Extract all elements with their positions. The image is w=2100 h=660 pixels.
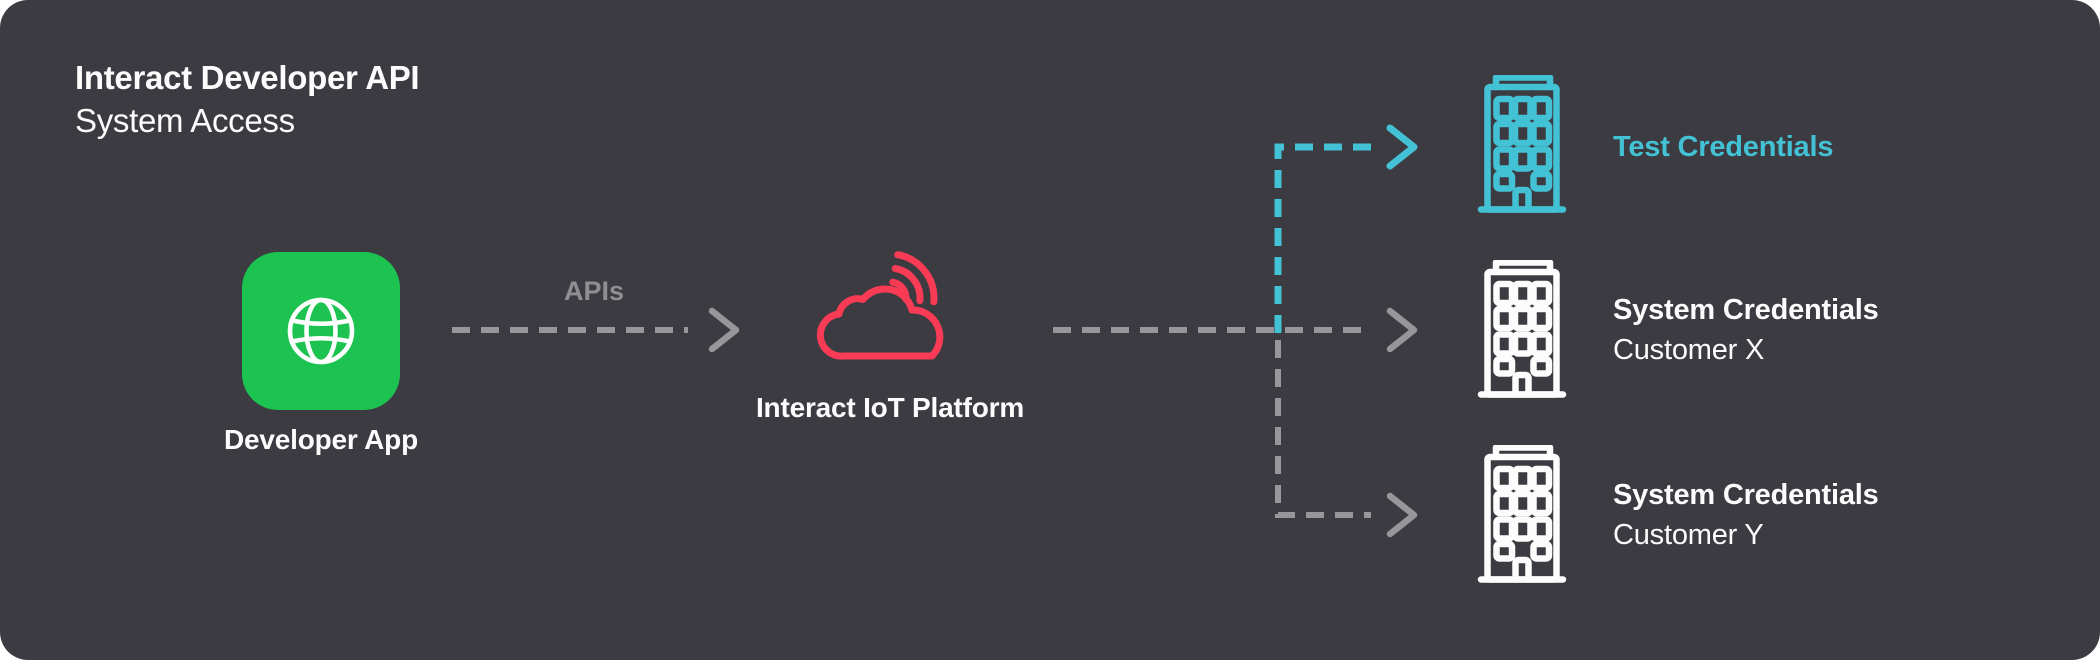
credential-row-customer-y [1474,445,1570,585]
arrow-head-icon [708,307,740,353]
credential-title: Test Credentials [1613,131,1834,163]
page-subtitle: System Access [75,102,295,139]
cloud-wifi-icon [816,251,944,360]
developer-app-node [242,252,400,410]
page-title: Interact Developer API [75,59,420,96]
apis-connector-label: APIs [563,276,625,306]
office-building-icon [1474,75,1570,215]
credential-title: System Credentials [1613,294,1879,326]
arrow-head-icon [1386,124,1418,170]
credential-subtitle: Customer X [1613,334,1765,366]
arrow-head-icon [1386,307,1418,353]
header: Interact Developer API System Access [75,56,420,142]
credential-row-customer-x [1474,260,1570,400]
wifi-signal-icon [889,251,938,306]
credential-label-customer-x: System Credentials Customer X [1613,290,1879,370]
credential-title: System Credentials [1613,479,1879,511]
credential-row-test [1474,75,1570,215]
credential-subtitle: Customer Y [1613,519,1764,551]
credential-label-test: Test Credentials [1613,127,1833,167]
developer-app-label: Developer App [224,424,418,455]
globe-app-icon [287,297,355,365]
office-building-icon [1474,445,1570,585]
credential-label-customer-y: System Credentials Customer Y [1613,475,1879,555]
connector-branch-to-test-credentials [1274,143,1371,333]
iot-platform-node [806,246,958,364]
arrow-head-icon [1386,492,1418,538]
office-building-icon [1474,260,1570,400]
iot-platform-label: Interact IoT Platform [755,392,1025,423]
connector-branch-to-customer-y [1275,340,1371,518]
